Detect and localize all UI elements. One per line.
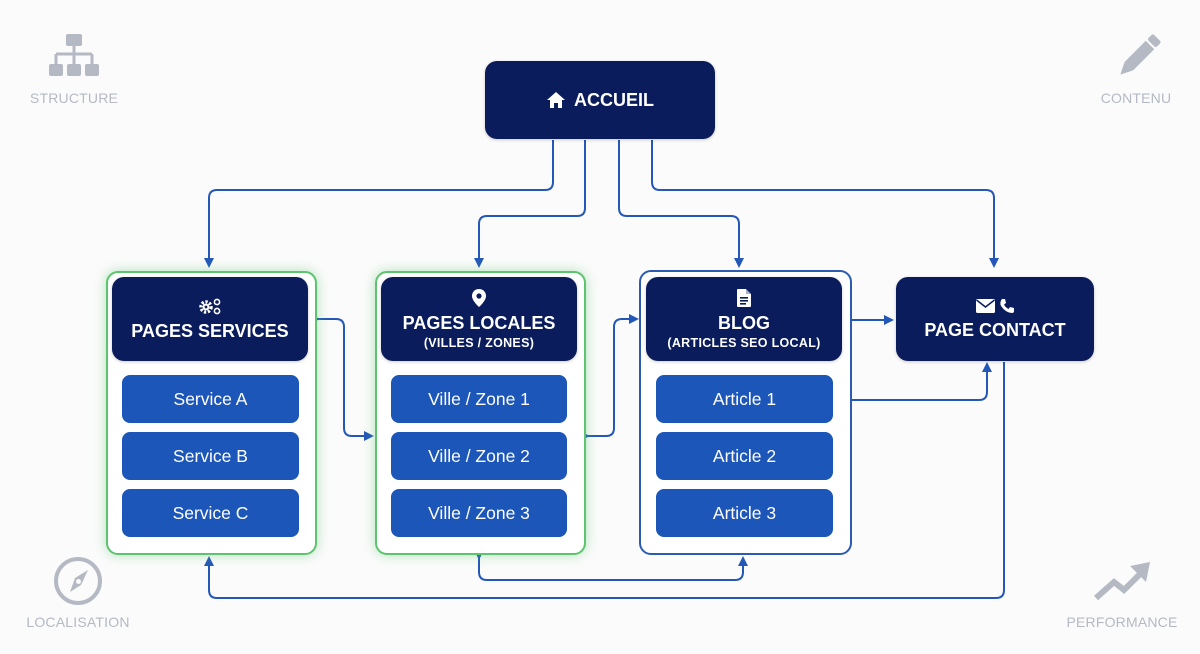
article-item[interactable]: Article 1 (656, 375, 833, 423)
document-icon (737, 288, 751, 307)
service-item[interactable]: Service A (122, 375, 299, 423)
connector-contact-services-bottom (204, 362, 1005, 599)
corner-contenu: CONTENU (1088, 32, 1184, 106)
corner-performance-label: PERFORMANCE (1066, 614, 1178, 630)
corner-performance: PERFORMANCE (1060, 556, 1184, 630)
corner-contenu-label: CONTENU (1100, 90, 1172, 106)
locale-item[interactable]: Ville / Zone 1 (391, 375, 567, 423)
blog-header[interactable]: BLOG (ARTICLES SEO LOCAL) (646, 277, 842, 361)
trending-up-icon (1094, 562, 1150, 601)
blog-subtitle: (ARTICLES SEO LOCAL) (667, 335, 821, 350)
phone-icon (999, 298, 1014, 313)
locales-header[interactable]: PAGES LOCALES (VILLES / ZONES) (381, 277, 577, 361)
home-title: ACCUEIL (574, 89, 654, 110)
home-node[interactable]: ACCUEIL (485, 61, 715, 139)
blog-title: BLOG (718, 312, 770, 333)
locales-title: PAGES LOCALES (402, 312, 556, 333)
connector-home-locales (474, 140, 586, 268)
locale-item[interactable]: Ville / Zone 3 (391, 489, 567, 537)
corner-localisation: LOCALISATION (18, 556, 138, 630)
envelope-icon (975, 298, 995, 313)
services-title: PAGES SERVICES (131, 320, 289, 341)
map-pin-icon (472, 288, 486, 307)
services-header[interactable]: PAGES SERVICES (112, 277, 308, 361)
service-item[interactable]: Service C (122, 489, 299, 537)
locale-item[interactable]: Ville / Zone 2 (391, 432, 567, 480)
corner-structure: STRUCTURE (26, 32, 122, 106)
pencil-icon (1120, 34, 1161, 75)
article-item[interactable]: Article 2 (656, 432, 833, 480)
connector-home-services (204, 140, 554, 268)
corner-structure-label: STRUCTURE (29, 90, 119, 106)
contact-node[interactable]: PAGE CONTACT (896, 277, 1094, 361)
service-item[interactable]: Service B (122, 432, 299, 480)
article-item[interactable]: Article 3 (656, 489, 833, 537)
connector-locales-blog (580, 314, 639, 441)
sitemap-icon (49, 34, 99, 76)
gears-icon (198, 297, 222, 315)
connector-home-blog (618, 140, 744, 268)
connector-home-contact (651, 140, 999, 268)
contact-title: PAGE CONTACT (924, 319, 1066, 340)
home-icon (547, 92, 565, 108)
corner-localisation-label: LOCALISATION (26, 614, 130, 630)
connector-locales-blog-bottom (474, 550, 748, 581)
connector-services-locales (310, 314, 374, 441)
locales-subtitle: (VILLES / ZONES) (423, 335, 535, 350)
contact-icons (975, 298, 1015, 314)
compass-icon (54, 557, 102, 605)
connector-contact-blog (844, 362, 992, 405)
